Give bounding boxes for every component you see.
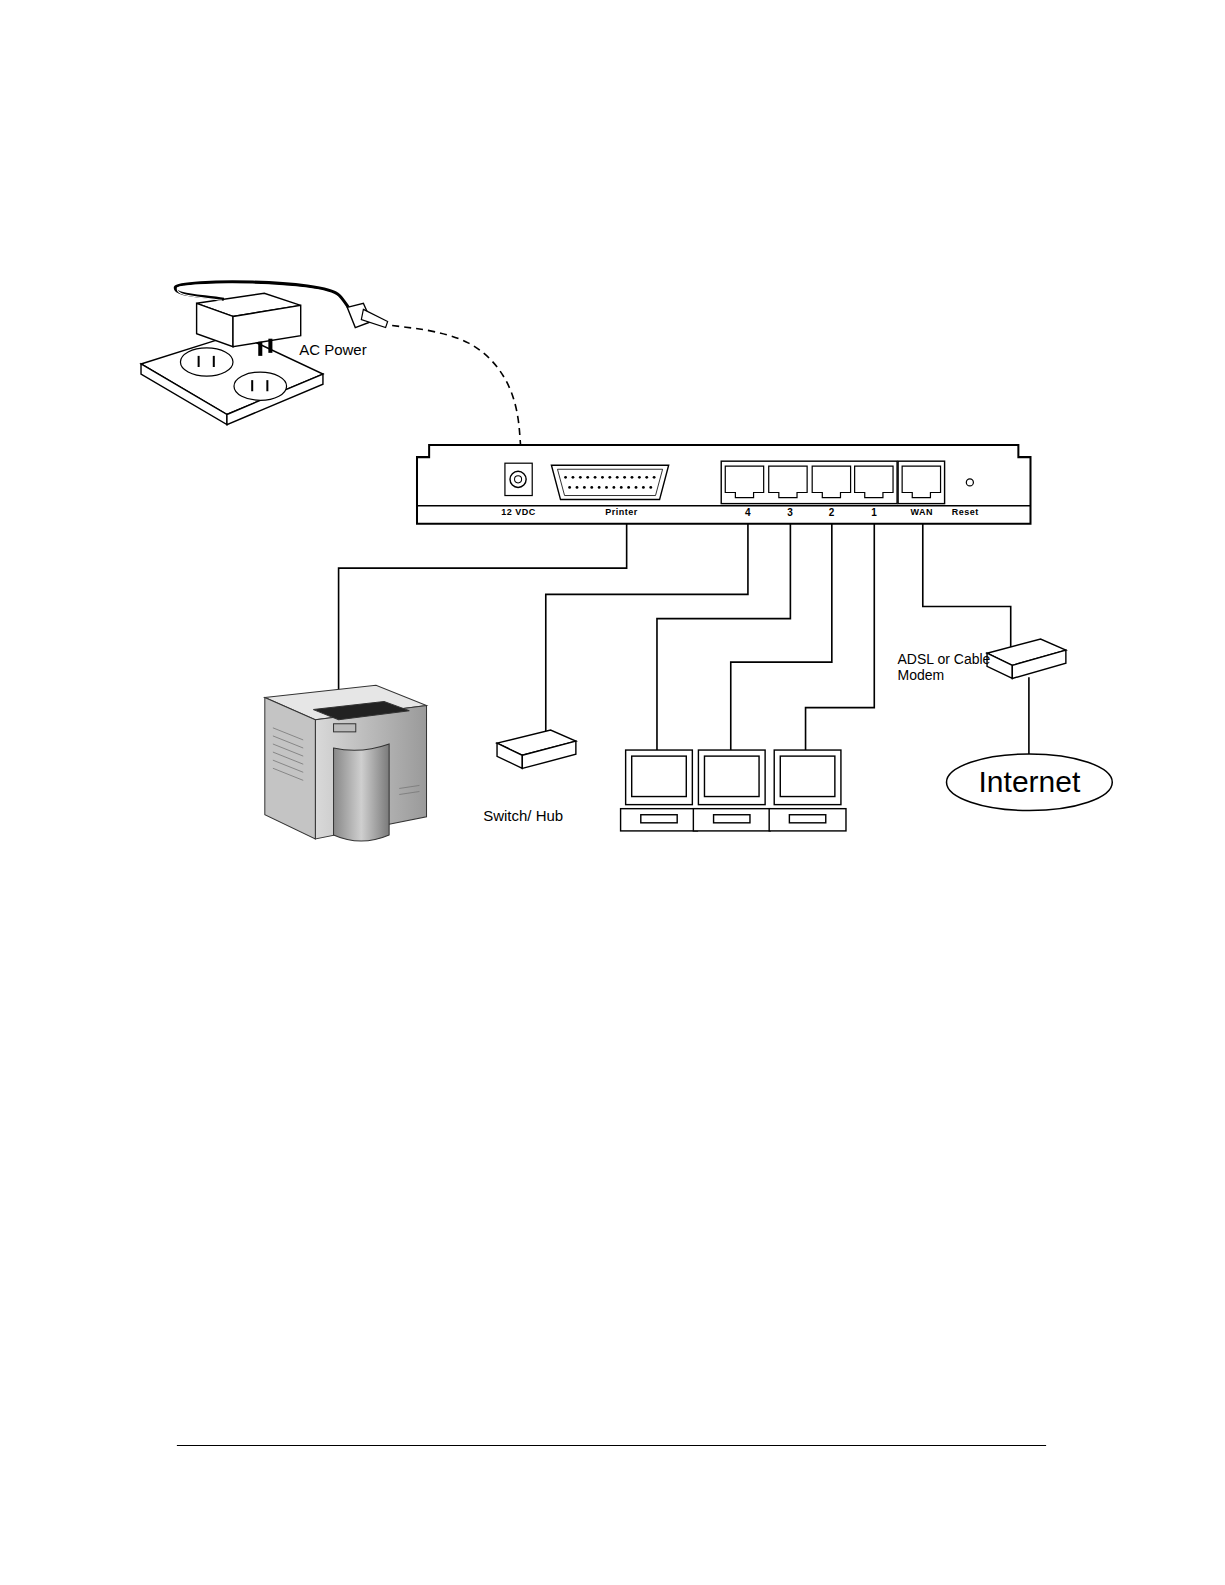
switch-hub-box-drawing <box>493 726 578 777</box>
port-label: WAN <box>911 507 934 517</box>
cloud-label: Internet <box>979 765 1081 800</box>
modem-box: ADSL or Cable Modem <box>983 635 1068 690</box>
port-label: 2 <box>829 507 835 519</box>
network-cable <box>1028 677 1030 754</box>
computer-icon <box>621 750 846 831</box>
page-rule <box>177 1445 1046 1446</box>
power-adapter: AC Power <box>139 273 392 430</box>
switch-hub-box: Switch/ Hub <box>493 726 578 777</box>
port-label: 4 <box>745 507 751 519</box>
printer-illustration <box>265 685 427 841</box>
modem-box-drawing <box>983 635 1068 690</box>
label: AC Power <box>299 341 367 358</box>
port-label: Printer <box>605 507 638 517</box>
router-rear-panel: 12 VDC Printer 4 3 2 1 WAN Reset <box>417 445 1031 524</box>
port-label: Reset <box>952 507 979 517</box>
power-cord <box>392 326 520 445</box>
internet-cloud: Internet <box>945 753 1114 812</box>
device-label: ADSL or Cable Modem <box>898 651 994 683</box>
device-label: Switch/ Hub <box>483 807 563 824</box>
port-label: 3 <box>787 507 793 519</box>
network-cable <box>546 524 748 732</box>
port-label: 12 VDC <box>501 507 536 517</box>
port-label: 1 <box>871 507 877 519</box>
network-cable <box>923 524 1011 647</box>
